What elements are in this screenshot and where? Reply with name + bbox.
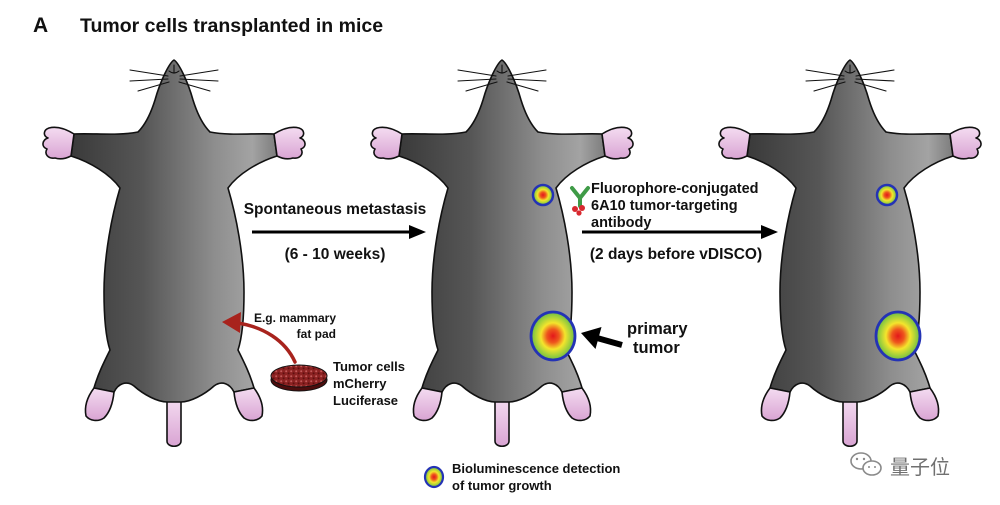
- primary-tumor-label-line-1: primary: [627, 320, 688, 338]
- metastasis-signal-mouse-3: [875, 183, 899, 207]
- legend-line-1: Bioluminescence detection: [452, 461, 620, 476]
- antibody-icon: [570, 186, 590, 216]
- injection-site-line-1: E.g. mammary: [254, 311, 336, 325]
- step2-label-line-3: antibody: [591, 215, 651, 231]
- step2-label-line-2: 6A10 tumor-targeting: [591, 198, 738, 214]
- panel-title: Tumor cells transplanted in mice: [80, 15, 383, 37]
- petri-dish-icon: [270, 364, 328, 392]
- primary-tumor-signal-mouse-3: [874, 310, 922, 362]
- mouse-icon-transplanted: [42, 59, 306, 448]
- step1-label: Spontaneous metastasis: [244, 201, 427, 218]
- injection-site-line-2: fat pad: [297, 327, 336, 341]
- step1-arrow: [252, 225, 426, 239]
- wechat-icon: [850, 452, 882, 476]
- primary-tumor-label-line-2: tumor: [633, 339, 680, 357]
- primary-tumor-arrow: [581, 327, 623, 349]
- cells-label-line-3: Luciferase: [333, 393, 398, 408]
- cells-label-line-1: Tumor cells: [333, 359, 405, 374]
- step1-duration: (6 - 10 weeks): [285, 246, 386, 263]
- step2-timing: (2 days before vDISCO): [590, 246, 762, 263]
- cells-label-line-2: mCherry: [333, 376, 387, 391]
- watermark-text: 量子位: [890, 455, 950, 479]
- metastasis-signal-mouse-2: [531, 183, 555, 207]
- injection-arrow: [222, 312, 297, 364]
- step2-label-line-1: Fluorophore-conjugated: [591, 181, 759, 197]
- panel-letter: A: [33, 14, 48, 37]
- primary-tumor-signal-mouse-2: [529, 310, 577, 362]
- bioluminescence-icon: [423, 465, 445, 489]
- legend-line-2: of tumor growth: [452, 478, 552, 493]
- step2-arrow: [582, 225, 778, 239]
